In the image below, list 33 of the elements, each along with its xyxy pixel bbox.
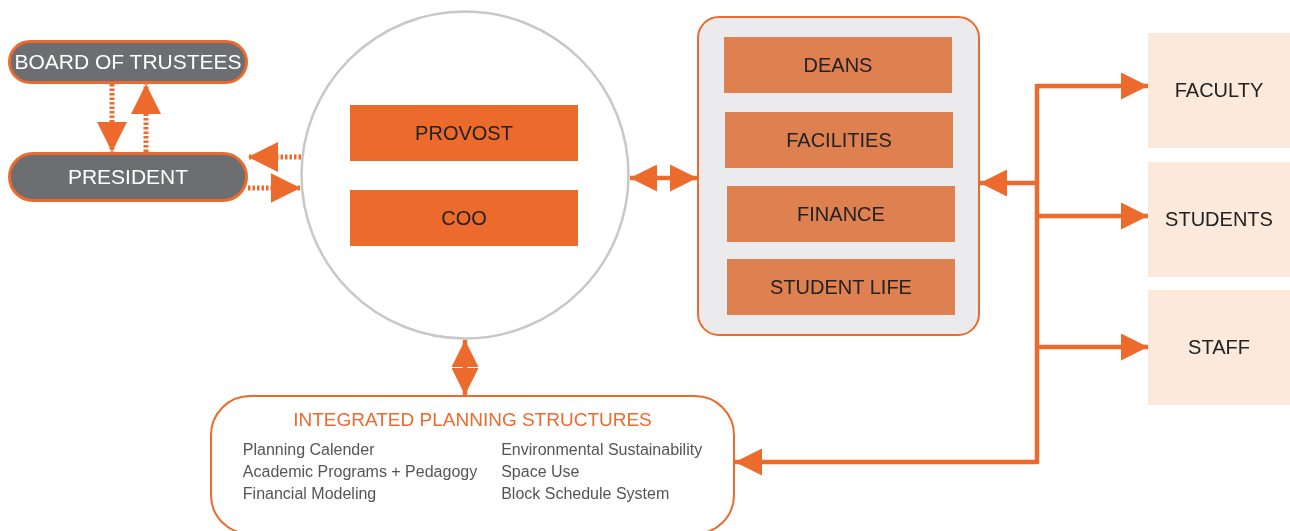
role-box: COO: [350, 190, 578, 246]
list-item: Academic Programs + Pedagogy: [242, 462, 478, 482]
unit-box: FINANCE: [727, 186, 955, 242]
dashed-arrow: [248, 142, 301, 172]
circle-frame: [300, 10, 630, 340]
dashed-arrow: [97, 84, 127, 152]
arrow: [1037, 72, 1148, 100]
unit-box: STUDENT LIFE: [727, 259, 955, 315]
group-panel: [697, 16, 980, 336]
planning-panel: [210, 395, 735, 531]
list-item: Block Schedule System: [501, 484, 671, 504]
role-pill: BOARD OF TRUSTEES: [8, 40, 248, 84]
role-box: PROVOST: [350, 105, 578, 161]
arrow: [735, 448, 1037, 476]
unit-box: DEANS: [724, 37, 952, 93]
panel-heading: INTEGRATED PLANNING STRUCTURES: [293, 409, 652, 431]
list-item: Environmental Sustainability: [501, 440, 703, 460]
bus-line: [1034, 84, 1040, 464]
arrow: [980, 169, 1037, 197]
double-arrow: [629, 164, 697, 192]
unit-box: FACILITIES: [725, 112, 953, 168]
double-arrow: [451, 340, 479, 395]
role-pill: PRESIDENT: [8, 152, 248, 202]
dashed-arrow: [248, 173, 301, 203]
stakeholder-box: FACULTY: [1148, 33, 1290, 148]
list-item: Space Use: [501, 462, 581, 482]
list-item: Financial Modeling: [242, 484, 378, 504]
arrow: [1037, 202, 1148, 230]
list-item: Planning Calender: [242, 440, 376, 460]
stakeholder-box: STUDENTS: [1148, 162, 1290, 277]
dashed-arrow: [131, 84, 161, 152]
stakeholder-box: STAFF: [1148, 290, 1290, 405]
arrow: [1037, 333, 1148, 361]
